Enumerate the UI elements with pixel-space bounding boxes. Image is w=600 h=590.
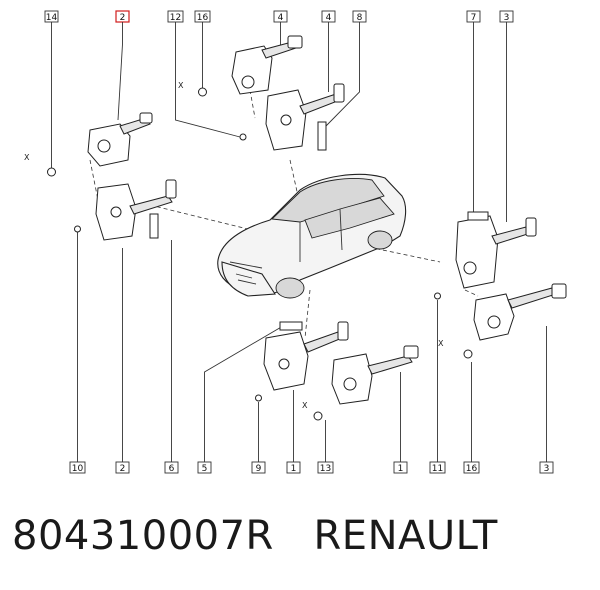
- callout-top-4b: 4: [321, 10, 336, 23]
- svg-text:6: 6: [169, 464, 175, 474]
- callout-bottom-10: 10: [69, 461, 86, 474]
- svg-text:X: X: [178, 81, 184, 90]
- hinge-assembly-right: [455, 211, 567, 341]
- x-markers: X X X X: [24, 81, 444, 410]
- part-number: 804310007R: [12, 513, 274, 559]
- svg-text:7: 7: [471, 13, 477, 23]
- svg-text:X: X: [302, 401, 308, 410]
- svg-text:9: 9: [256, 464, 262, 474]
- callout-top-3: 3: [499, 10, 514, 23]
- svg-text:4: 4: [326, 13, 332, 23]
- callout-top-16: 16: [194, 10, 211, 23]
- hinge-assembly-top-center: [231, 35, 345, 151]
- fasteners: [47, 87, 473, 421]
- svg-text:X: X: [438, 339, 444, 348]
- callout-bottom-13: 13: [317, 461, 334, 474]
- callout-bottom-9: 9: [251, 461, 266, 474]
- callout-top-2-highlighted: 2: [115, 10, 130, 23]
- hinge-assembly-bottom-center: [263, 321, 419, 405]
- svg-text:1: 1: [398, 464, 404, 474]
- svg-text:10: 10: [72, 464, 84, 474]
- callout-top-7: 7: [466, 10, 481, 23]
- svg-text:5: 5: [202, 464, 208, 474]
- callout-bottom-2: 2: [115, 461, 130, 474]
- svg-text:8: 8: [357, 13, 363, 23]
- car-illustration: [217, 173, 407, 299]
- callout-bottom-1a: 1: [286, 461, 301, 474]
- svg-text:13: 13: [320, 464, 331, 474]
- callout-top-14: 14: [44, 10, 59, 23]
- callout-top-4a: 4: [273, 10, 288, 23]
- callout-bottom-5: 5: [197, 461, 212, 474]
- leader-lines: [51, 22, 547, 462]
- svg-text:X: X: [24, 153, 30, 162]
- svg-text:12: 12: [170, 13, 181, 23]
- svg-text:16: 16: [197, 13, 209, 23]
- exploded-parts-diagram: 14 2 12 16 4 4 8 7 3 10 2 6: [24, 10, 567, 474]
- svg-text:11: 11: [432, 464, 443, 474]
- svg-text:16: 16: [466, 464, 478, 474]
- svg-text:14: 14: [46, 13, 58, 23]
- part-caption: 804310007R RENAULT: [12, 513, 498, 559]
- callout-top-8: 8: [352, 10, 367, 23]
- callout-bottom-3: 3: [539, 461, 554, 474]
- svg-text:3: 3: [504, 13, 510, 23]
- callout-bottom-6: 6: [164, 461, 179, 474]
- hinge-assembly-top-left: [87, 112, 177, 241]
- brand-name: RENAULT: [313, 513, 498, 559]
- callout-top-12: 12: [167, 10, 184, 23]
- svg-text:3: 3: [544, 464, 550, 474]
- callout-bottom-1b: 1: [393, 461, 408, 474]
- svg-text:4: 4: [278, 13, 284, 23]
- svg-text:2: 2: [120, 13, 126, 23]
- callout-bottom-16: 16: [463, 461, 480, 474]
- svg-text:1: 1: [291, 464, 297, 474]
- svg-text:2: 2: [120, 464, 126, 474]
- callout-bottom-11: 11: [429, 461, 446, 474]
